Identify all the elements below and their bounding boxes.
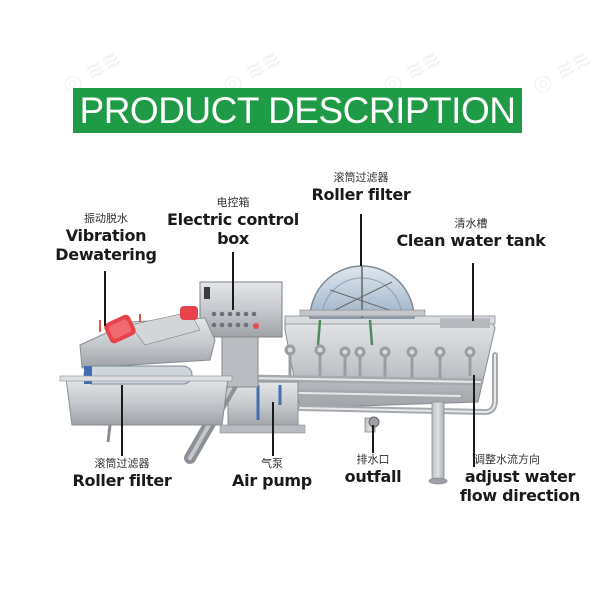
leader-electric bbox=[232, 252, 234, 310]
spray-nozzles bbox=[284, 344, 476, 378]
label-en: outfall bbox=[344, 467, 402, 486]
label-electric-control-box: 电控箱 Electric control box bbox=[158, 196, 308, 248]
label-en: box bbox=[217, 229, 249, 248]
label-en: flow direction bbox=[459, 486, 581, 505]
leader-air-pump bbox=[272, 402, 274, 456]
label-cn: 调整水流方向 bbox=[474, 453, 540, 466]
vibration-motor-left bbox=[104, 314, 136, 344]
label-cn: 清水槽 bbox=[454, 217, 488, 230]
leader-roller-top bbox=[360, 214, 362, 266]
leader-roller-bottom bbox=[121, 385, 123, 456]
label-cn: 滚筒过滤器 bbox=[333, 171, 389, 184]
label-vibration-dewatering: 振动脱水 Vibration Dewatering bbox=[48, 212, 164, 264]
clean-water-tank bbox=[284, 315, 496, 409]
label-roller-filter-top: 滚筒过滤器 Roller filter bbox=[302, 171, 420, 204]
vibration-motor-right bbox=[180, 306, 198, 320]
label-en: Air pump bbox=[232, 471, 312, 490]
outfall-valve bbox=[368, 416, 380, 428]
label-en: Dewatering bbox=[55, 245, 157, 264]
leader-vibration bbox=[104, 271, 106, 326]
label-roller-filter-bottom: 滚筒过滤器 Roller filter bbox=[64, 457, 180, 490]
label-clean-water-tank: 清水槽 Clean water tank bbox=[388, 217, 554, 250]
label-cn: 滚筒过滤器 bbox=[94, 457, 150, 470]
banner-title: PRODUCT DESCRIPTION bbox=[79, 90, 516, 131]
label-cn: 振动脱水 bbox=[84, 212, 128, 225]
label-en: Clean water tank bbox=[396, 231, 546, 250]
label-cn: 气泵 bbox=[261, 457, 283, 470]
label-en: adjust water bbox=[464, 467, 576, 486]
label-outfall: 排水口 outfall bbox=[336, 453, 410, 486]
leader-flow bbox=[473, 375, 475, 467]
leader-clean-tank bbox=[472, 263, 474, 321]
roller-filter-drum bbox=[299, 265, 426, 346]
label-cn: 电控箱 bbox=[216, 196, 250, 209]
label-en: Roller filter bbox=[72, 471, 172, 490]
label-air-pump: 气泵 Air pump bbox=[222, 457, 322, 490]
roller-filter-trough bbox=[59, 365, 233, 443]
label-adjust-water-flow: 调整水流方向 adjust water flow direction bbox=[452, 453, 588, 505]
vibration-dewatering-unit bbox=[79, 306, 216, 369]
label-en: Electric control bbox=[167, 210, 299, 229]
label-en: Vibration bbox=[65, 226, 147, 245]
leader-outfall bbox=[372, 425, 374, 453]
label-cn: 排水口 bbox=[356, 453, 390, 466]
air-pump bbox=[219, 381, 306, 434]
product-description-banner: PRODUCT DESCRIPTION bbox=[73, 88, 522, 133]
electric-control-box bbox=[199, 281, 283, 388]
label-en: Roller filter bbox=[311, 185, 411, 204]
